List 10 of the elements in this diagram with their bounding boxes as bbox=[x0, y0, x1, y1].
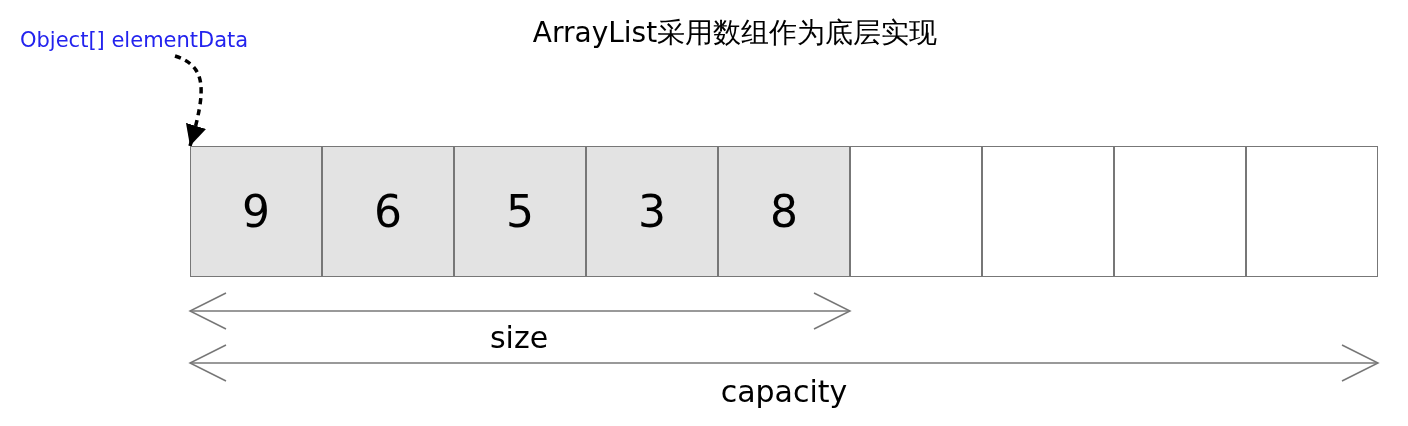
arrow bbox=[174, 54, 206, 147]
array-cell: 3 bbox=[586, 146, 718, 277]
dimension-label: size bbox=[489, 320, 549, 355]
dimension-label: capacity bbox=[720, 374, 848, 409]
diagram-title: ArrayList采用数组作为底层实现 bbox=[532, 15, 938, 51]
array-cell: 6 bbox=[322, 146, 454, 277]
variable-label: Object[] elementData bbox=[20, 26, 249, 54]
array-cell: 5 bbox=[454, 146, 586, 277]
array-cell: 8 bbox=[718, 146, 850, 277]
array-cell: 9 bbox=[190, 146, 322, 277]
